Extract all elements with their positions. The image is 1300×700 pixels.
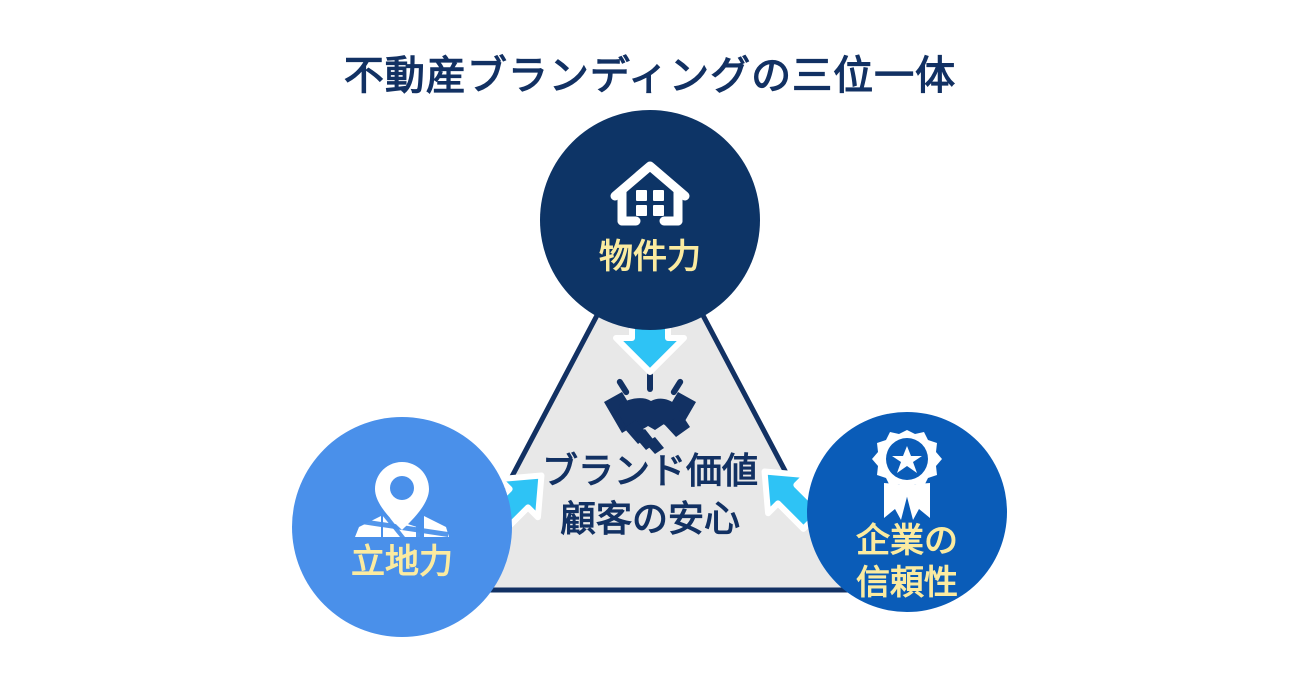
node-property[interactable]: 物件力 [540,110,760,330]
center-node: ブランド価値 顧客の安心 [542,372,758,539]
handshake-icon [604,372,696,454]
center-label-line-1: ブランド価値 [542,450,758,491]
node-trust[interactable]: 企業の 信頼性 [807,412,1007,612]
page-title: 不動産ブランディングの三位一体 [343,54,957,98]
house-window-icon [636,190,664,216]
award-ribbon-icon [872,430,942,520]
node-trust-circle[interactable] [807,412,1007,612]
map-pin-icon [355,462,449,537]
node-trust-label-line-2: 信頼性 [856,564,958,602]
node-property-label: 物件力 [599,238,701,276]
center-label-line-2: 顧客の安心 [560,498,740,539]
house-icon [610,161,690,226]
node-trust-label-line-1: 企業の [856,521,958,560]
node-property-circle[interactable] [540,110,760,330]
node-location[interactable]: 立地力 [292,417,512,637]
node-location-label: 立地力 [351,543,453,581]
